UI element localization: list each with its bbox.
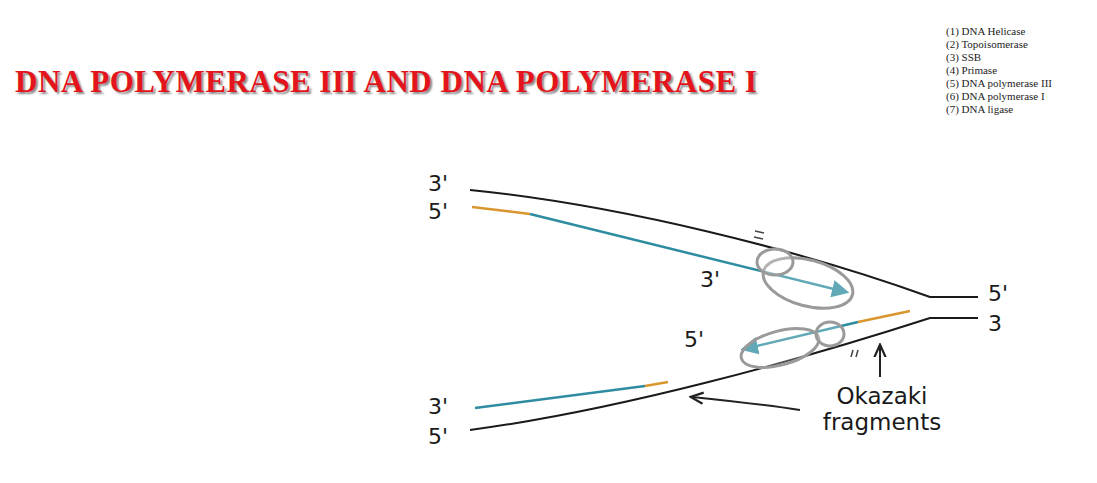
enzyme-list-item: (7) DNA ligase bbox=[946, 103, 1013, 115]
polymerase-lobe bbox=[757, 249, 793, 275]
enzyme-list-item: (5) DNA polymerase III bbox=[946, 77, 1052, 89]
strand-end-label: 3' bbox=[428, 172, 448, 196]
motion-mark bbox=[754, 231, 764, 239]
polymerase-lobe bbox=[816, 322, 844, 346]
rna-primer bbox=[858, 311, 910, 322]
polymerase-enzyme bbox=[737, 321, 844, 375]
pointer-arrow bbox=[879, 346, 881, 377]
strand-end-label: 5' bbox=[988, 282, 1008, 306]
okazaki-fragment bbox=[475, 386, 645, 408]
strand-end-label: 5' bbox=[428, 425, 448, 449]
pointer-arrow bbox=[692, 397, 800, 410]
strand-end-label: 3' bbox=[700, 268, 720, 292]
page-title: DNA POLYMERASE III AND DNA POLYMERASE I bbox=[15, 64, 757, 100]
polymerase-body bbox=[737, 321, 823, 375]
strand-end-label: 3 bbox=[988, 312, 1002, 336]
okazaki-label: Okazaki fragments bbox=[792, 383, 972, 436]
polymerase-body bbox=[758, 249, 859, 317]
enzyme-list-item: (3) SSB bbox=[946, 51, 981, 63]
motion-mark bbox=[851, 350, 858, 357]
strand-end-label: 3' bbox=[428, 395, 448, 419]
strand-end-label: 5' bbox=[684, 328, 704, 352]
parental-strand bbox=[470, 190, 978, 297]
rna-primer bbox=[472, 207, 530, 214]
enzyme-list-item: (4) Primase bbox=[946, 64, 997, 76]
enzyme-list-item: (2) Topoisomerase bbox=[946, 38, 1028, 50]
polymerase-enzyme bbox=[757, 249, 858, 317]
rna-primer bbox=[645, 382, 668, 386]
strand-end-label: 5' bbox=[428, 200, 448, 224]
enzyme-list-item: (1) DNA Helicase bbox=[946, 25, 1025, 37]
enzyme-list-item: (6) DNA polymerase I bbox=[946, 90, 1045, 102]
